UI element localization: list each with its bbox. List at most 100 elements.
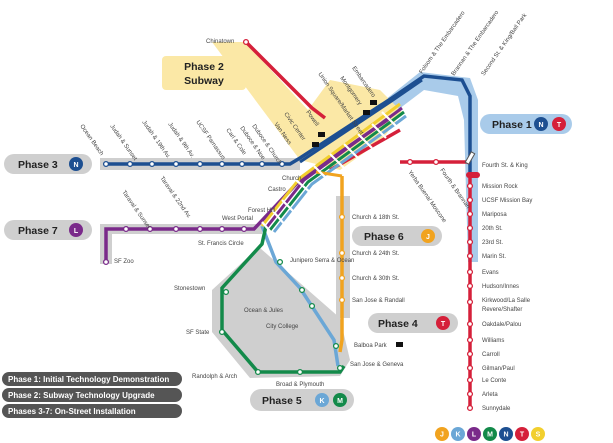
station-dot xyxy=(466,320,474,328)
route-J xyxy=(338,176,344,353)
phase3-label: Phase 3 xyxy=(18,159,58,171)
station-san-jose-randall: San Jose & Randall xyxy=(352,298,405,304)
bart-icon xyxy=(370,100,377,105)
phase6-box-bg xyxy=(352,226,442,246)
phase3-box: Phase 3 N xyxy=(4,154,92,174)
station-dot xyxy=(222,288,230,296)
phase6-box: Phase 6 J xyxy=(352,226,442,246)
phase4-label: Phase 4 xyxy=(378,318,418,330)
station-bar xyxy=(261,221,277,239)
phase4-badge-T-text: T xyxy=(441,321,446,328)
phase1-badge-N-text: N xyxy=(538,122,543,129)
station-ocean-jules: Ocean & Jules xyxy=(244,308,283,314)
phase6-label: Phase 6 xyxy=(364,231,404,243)
station-balboa-park: Balboa Park xyxy=(354,343,388,349)
route-N xyxy=(104,74,472,172)
station-dot xyxy=(122,225,130,233)
legend-row-2-bg xyxy=(2,388,182,402)
phase3-box-bg xyxy=(4,154,92,174)
station-taraval-22nd: Taraval & 22nd Av. xyxy=(158,176,191,220)
phase1-label: Phase 1 xyxy=(492,119,532,131)
phase6-badge-J xyxy=(421,229,435,243)
j-line-dots xyxy=(338,213,346,304)
n-line-dots xyxy=(102,160,286,168)
l-line-dots xyxy=(102,225,248,266)
station-20th: 20th St. xyxy=(482,226,503,232)
station-duboce-noe: Duboce & Noe xyxy=(238,126,266,162)
station-dot xyxy=(172,160,180,168)
station-junipero: Junipero Serra & Ocean xyxy=(290,258,354,264)
phase7-box: Phase 7 L xyxy=(4,220,92,240)
station-dot xyxy=(466,376,474,384)
station-fourth-king: Fourth St. & King xyxy=(482,163,528,169)
station-dot xyxy=(278,160,286,168)
line-badge-T-text: T xyxy=(520,432,525,439)
phase2-label: Phase 2 xyxy=(184,61,224,73)
line-badge-M xyxy=(483,427,497,441)
phase5-badge-M-text: M xyxy=(337,398,343,405)
station-city-college: City College xyxy=(266,324,299,330)
trunk-yellow xyxy=(260,102,401,227)
phase3-badge-N-text: N xyxy=(73,162,78,169)
station-dot xyxy=(196,225,204,233)
station-dot xyxy=(172,225,180,233)
line-badge-S-text: S xyxy=(536,432,541,439)
station-bar xyxy=(371,123,387,139)
station-dot xyxy=(218,225,226,233)
phase1-badge-T-text: T xyxy=(557,122,562,129)
station-bar xyxy=(329,153,345,169)
phase2-box: Phase 2 Subway xyxy=(162,56,246,90)
bart-icon xyxy=(318,132,325,137)
station-dot xyxy=(466,210,474,218)
km-line-dots xyxy=(218,258,344,376)
phase7-badge-L-text: L xyxy=(74,228,79,235)
station-bar xyxy=(281,199,297,215)
station-judah-sunset: Judah & Sunset xyxy=(108,124,137,162)
trunk-darkblue xyxy=(299,78,423,164)
station-dot xyxy=(336,364,344,372)
phase4-box: Phase 4 T xyxy=(368,313,458,333)
line-badge-J-text: J xyxy=(440,432,444,439)
legend-row-1-bg xyxy=(2,372,182,386)
station-hudson: Hudson/Innes xyxy=(482,284,519,290)
station-arleta: Arleta xyxy=(482,392,498,398)
station-dot xyxy=(296,368,304,376)
station-dot xyxy=(196,160,204,168)
bart-icon xyxy=(396,342,403,347)
legend-row-2: Phase 2: Subway Technology Upgrade xyxy=(8,391,155,400)
station-ucsf-mission-bay: UCSF Mission Bay xyxy=(482,198,532,204)
trunk-station-bars xyxy=(261,111,397,239)
station-church-30th: Church & 30th St. xyxy=(352,276,400,282)
line-badge-J xyxy=(435,427,449,441)
station-dot xyxy=(466,196,474,204)
station-san-jose-geneva: San Jose & Geneva xyxy=(350,362,404,368)
station-dot xyxy=(102,258,110,266)
station-dot xyxy=(406,158,414,166)
station-dot xyxy=(466,238,474,246)
station-church-18th: Church & 18th St. xyxy=(352,215,400,221)
phase1-badge-T xyxy=(552,117,566,131)
route-chinatown xyxy=(244,40,327,120)
station-dot xyxy=(466,336,474,344)
line-badge-K-text: K xyxy=(455,432,460,439)
station-oakdale: Oakdale/Palou xyxy=(482,322,521,328)
station-stonestown: Stonestown xyxy=(174,286,205,292)
station-dot xyxy=(466,350,474,358)
station-dot xyxy=(298,286,306,294)
station-dot xyxy=(466,390,474,398)
phase5-label: Phase 5 xyxy=(262,395,302,407)
station-bar xyxy=(313,165,329,181)
station-dot xyxy=(240,225,248,233)
station-le-conte: Le Conte xyxy=(482,378,507,384)
station-dot xyxy=(466,282,474,290)
phase1-box: Phase 1 N T xyxy=(480,114,572,134)
station-dot xyxy=(126,160,134,168)
station-dot xyxy=(466,404,474,412)
station-yerba-buena: Yerba Buena/ Moscone xyxy=(406,170,447,225)
phase5-badge-M xyxy=(333,393,347,407)
station-dot xyxy=(432,158,440,166)
station-marin: Marin St. xyxy=(482,254,506,260)
station-markers xyxy=(102,38,476,412)
